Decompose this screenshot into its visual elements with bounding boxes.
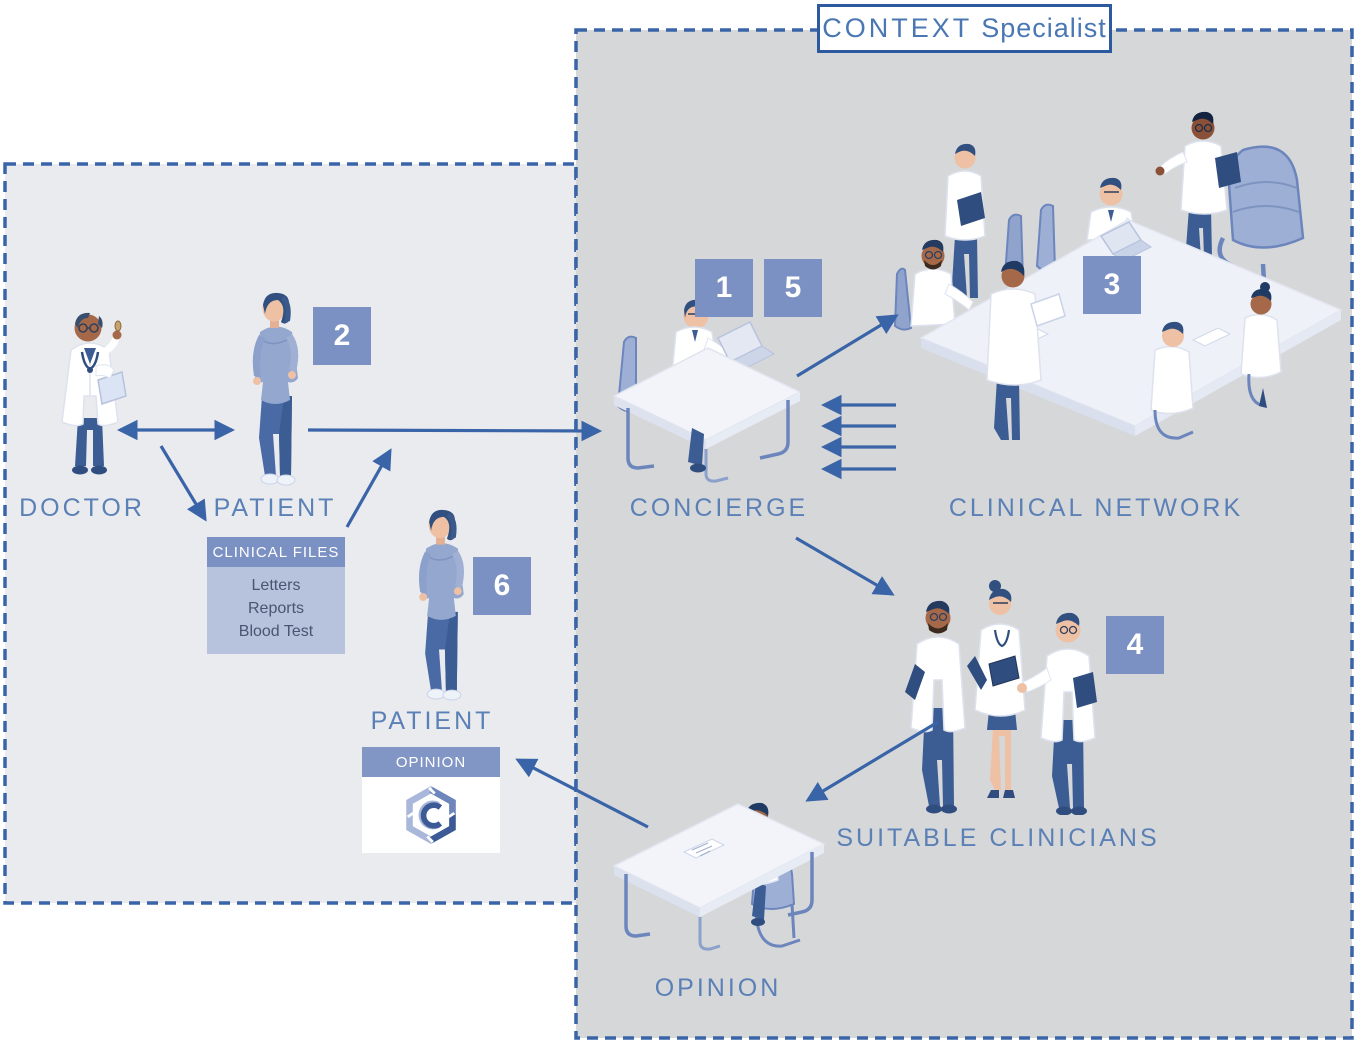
opinion-desk-label: OPINION [654, 974, 782, 1002]
doctor-label: DOCTOR [19, 494, 145, 522]
clinical-files-item: Reports [247, 600, 305, 617]
doctor-figure [61, 312, 127, 475]
opinion-box-header: OPINION [362, 747, 500, 777]
step-badge-5: 5 [764, 259, 822, 317]
clinical-files-list: Letters Reports Blood Test [207, 567, 345, 654]
patient-figure-bottom [418, 509, 464, 701]
suitable-clinicians-label: SUITABLE CLINICIANS [836, 824, 1160, 852]
step-badge-2: 2 [313, 307, 371, 365]
context-cube-logo-icon [406, 786, 456, 844]
suitable-clinicians-figure [905, 580, 1097, 815]
context-specialist-title: CONTEXT Specialist [817, 4, 1112, 53]
step-badge-6: 6 [473, 557, 531, 615]
arrow-files-to-concierge [345, 448, 392, 528]
brand-name: CONTEXT [822, 13, 973, 43]
opinion-result-box: OPINION [362, 747, 500, 853]
arrow-patient-to-files [159, 445, 207, 522]
opinion-box-body [362, 777, 500, 853]
arrow-concierge-to-network [796, 314, 899, 378]
concierge-desk-figure [612, 299, 802, 483]
brand-product: Specialist [981, 13, 1107, 43]
step-badge-3: 3 [1083, 256, 1141, 314]
step-badge-4: 4 [1106, 616, 1164, 674]
arrow-patient-to-concierge [307, 420, 603, 442]
step-badge-1: 1 [695, 259, 753, 317]
clinical-files-item: Letters [251, 577, 301, 594]
clinical-network-figure [893, 111, 1343, 440]
clinical-network-label: CLINICAL NETWORK [948, 494, 1244, 522]
clinical-files-item: Blood Test [238, 623, 314, 640]
opinion-desk-figure [612, 802, 826, 951]
concierge-label: CONCIERGE [629, 494, 809, 522]
arrow-concierge-to-clinicians [795, 536, 895, 596]
patient-top-label: PATIENT [213, 494, 337, 522]
patient-bottom-label: PATIENT [370, 707, 494, 735]
clinical-files-box: CLINICAL FILES Letters Reports Blood Tes… [207, 537, 345, 654]
patient-figure-top [252, 292, 299, 486]
clinical-files-header: CLINICAL FILES [207, 537, 345, 567]
